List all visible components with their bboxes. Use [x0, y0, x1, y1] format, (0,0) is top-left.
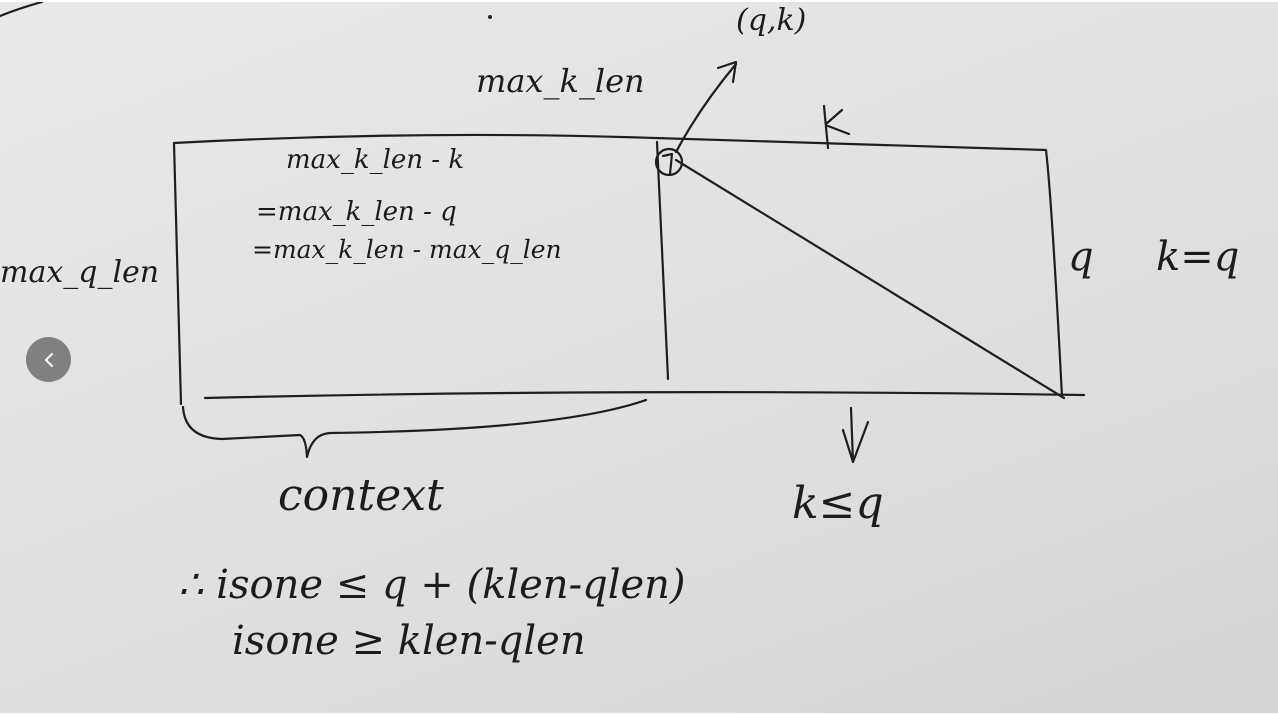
context-label: context — [278, 470, 444, 521]
left-label: max_q_len — [0, 255, 159, 290]
point-mark — [661, 152, 674, 176]
context-brace — [181, 398, 648, 459]
k-axis-mark — [822, 104, 851, 150]
ink-dot — [488, 15, 492, 19]
corner-stroke — [0, 2, 44, 18]
rect-right-line — [1044, 148, 1064, 399]
equation-1: max_k_len - k — [286, 145, 464, 175]
pointer-arrowhead — [716, 60, 738, 84]
top-point-label: (q,k) — [736, 3, 806, 38]
pointer-arrow — [674, 62, 738, 154]
diagonal-line — [674, 158, 1066, 400]
k-le-q-label: k≤q — [792, 478, 884, 529]
k-eq-q-label: k=q — [1156, 234, 1239, 280]
q-axis-label: q — [1068, 234, 1094, 280]
previous-image-button[interactable] — [26, 337, 71, 382]
rect-left-line — [172, 141, 183, 406]
down-arrow — [841, 406, 870, 464]
inequality-1: ∴ isone ≤ q + (klen-qlen) — [178, 562, 686, 608]
point-circle — [654, 147, 684, 177]
divider-line — [655, 140, 670, 381]
chevron-left-icon — [44, 352, 53, 367]
rect-top-line — [172, 133, 1048, 152]
rect-bottom-line — [203, 391, 1086, 400]
inequality-2: isone ≥ klen-qlen — [232, 618, 586, 664]
equation-3: =max_k_len - max_q_len — [252, 235, 562, 264]
equation-2: =max_k_len - q — [256, 197, 457, 227]
top-label: max_k_len — [476, 62, 645, 100]
